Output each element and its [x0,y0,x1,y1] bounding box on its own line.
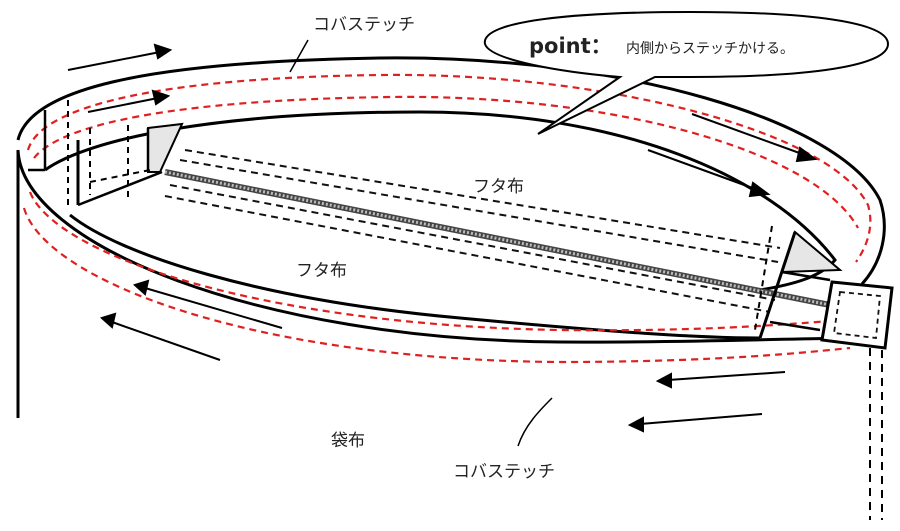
zipper-end-tab [820,280,894,350]
red-stitch-bottom-lower [22,207,851,364]
right-end-tab [754,225,894,350]
callout-point-word: point： [529,34,612,58]
leader-lines [289,39,553,447]
lid-stitches [164,149,781,313]
label-cover-stitch-top: コバステッチ [313,15,415,35]
arrow-top-right-inner [647,149,771,198]
arrow-top-right-outer [691,113,818,163]
opening-lower-edge [69,213,761,340]
red-stitches [22,73,872,364]
zipper [164,169,831,308]
callout-point-text: 内側からステッチかける。 [626,41,794,57]
leader-top [289,39,309,73]
arrow-left-lower [100,312,221,361]
left-gusset-shade [147,122,184,173]
label-lid-fabric-right: フタ布 [473,177,524,197]
red-stitch-top-outer [26,73,872,263]
point-callout: point： 内側からステッチかける。 [483,10,890,135]
arrow-top-left-outer [67,43,173,71]
direction-arrows [67,43,818,433]
red-stitch-bottom-upper [28,191,846,332]
bag-body [16,150,883,520]
left-end-pieces [28,100,184,207]
callout-bubble [483,10,890,135]
right-gusset-shade [780,230,843,274]
label-bag-body: 袋布 [331,431,365,451]
arrow-bottom-right-lower [627,413,763,433]
label-cover-stitch-bottom: コバステッチ [453,462,555,482]
label-lid-fabric-left: フタ布 [296,261,347,281]
arrow-top-left-inner [87,89,171,113]
leader-bottom [517,397,553,447]
arrow-bottom-right-upper [655,371,786,389]
band-outer-bottom [16,149,871,344]
arrow-left-upper [133,279,283,329]
red-stitch-top-inner [33,95,859,229]
